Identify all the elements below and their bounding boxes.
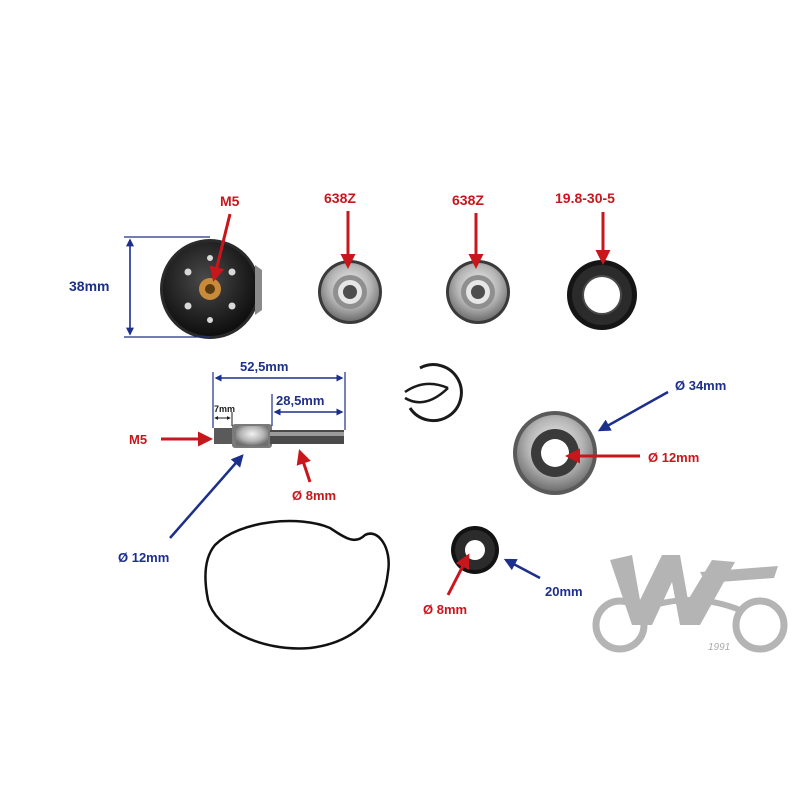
impeller-vent bbox=[228, 268, 236, 276]
shaft-rod-highlight bbox=[270, 432, 344, 436]
mech-seal-outer-arrow bbox=[597, 390, 669, 432]
logo-swoosh bbox=[700, 566, 778, 583]
small-seal-outer-arrow bbox=[503, 558, 541, 580]
shaft-section-label: 28,5mm bbox=[276, 393, 324, 408]
impeller-vent bbox=[184, 302, 192, 310]
bearing-2-label: 638Z bbox=[452, 192, 484, 208]
impeller bbox=[160, 239, 262, 339]
impeller-vent bbox=[228, 302, 236, 310]
mech-seal-outer-label: Ø 34mm bbox=[675, 378, 726, 393]
impeller-thread-arrow bbox=[209, 213, 232, 282]
impeller-vent bbox=[184, 268, 192, 276]
bearing-1-label: 638Z bbox=[324, 190, 356, 206]
logo-year: 1991 bbox=[708, 642, 730, 653]
small-seal-outer-label: 20mm bbox=[545, 584, 583, 599]
circlip bbox=[404, 363, 463, 423]
bearing-2 bbox=[446, 260, 510, 324]
impeller-thread-hole bbox=[205, 284, 215, 294]
impeller-height-label: 38mm bbox=[69, 278, 109, 294]
impeller-thread-label: M5 bbox=[220, 193, 240, 209]
mechanical-seal bbox=[513, 411, 597, 495]
shaft-step-label: 7mm bbox=[214, 404, 235, 414]
shaft bbox=[214, 424, 344, 448]
o-ring-gasket bbox=[204, 519, 390, 650]
logo-front-wheel bbox=[592, 597, 648, 653]
logo-rear-wheel bbox=[732, 597, 788, 653]
shaft-small-dia-label: Ø 8mm bbox=[292, 488, 336, 503]
small-seal bbox=[451, 526, 499, 574]
oil-seal bbox=[567, 260, 637, 330]
shaft-thread-label: M5 bbox=[129, 432, 147, 447]
impeller-vent bbox=[207, 317, 213, 323]
shaft-thread-end bbox=[214, 428, 234, 444]
bearing-1 bbox=[318, 260, 382, 324]
shaft-large-dia-label: Ø 12mm bbox=[118, 550, 169, 565]
shaft-dimensions bbox=[212, 372, 346, 430]
shaft-collar-highlight bbox=[236, 426, 268, 446]
small-seal-inner-arrow bbox=[446, 553, 470, 596]
shaft-length-label: 52,5mm bbox=[240, 359, 288, 374]
logo-frame bbox=[638, 597, 742, 613]
small-seal-inner-label: Ø 8mm bbox=[423, 602, 467, 617]
shaft-large-dia-arrow bbox=[169, 454, 244, 539]
mech-seal-inner-label: Ø 12mm bbox=[648, 450, 699, 465]
impeller-height-dimension bbox=[124, 236, 210, 338]
shaft-small-dia-arrow bbox=[296, 449, 312, 483]
impeller-vent bbox=[207, 255, 213, 261]
wilmat-logo: 1991 bbox=[592, 555, 788, 653]
oil-seal-label: 19.8-30-5 bbox=[555, 190, 615, 206]
impeller-edge bbox=[255, 265, 262, 315]
logo-letters bbox=[610, 555, 735, 625]
